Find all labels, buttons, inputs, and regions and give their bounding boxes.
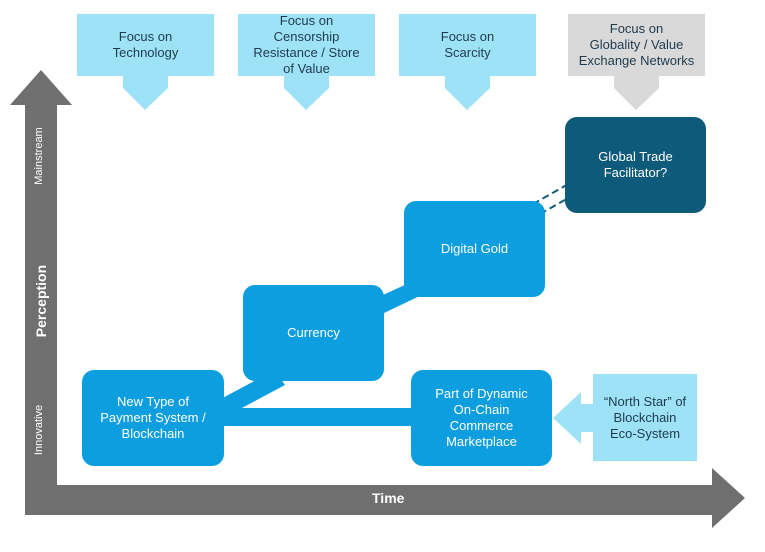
callout-globality-arrow xyxy=(614,76,659,110)
y-axis-top-label: Mainstream xyxy=(33,127,45,185)
y-axis-arrow xyxy=(10,70,72,515)
x-axis-label: Time xyxy=(372,490,405,506)
callout-censorship-arrow xyxy=(284,76,329,110)
x-axis-arrow xyxy=(25,468,745,528)
right-callout-arrow xyxy=(553,392,595,444)
callout-globality: Focus on Globality / Value Exchange Netw… xyxy=(568,14,705,110)
y-axis-bottom-label: Innovative xyxy=(33,404,45,456)
callout-censorship: Focus on Censorship Resistance / Store o… xyxy=(238,13,375,110)
callout-technology: Focus on Technology xyxy=(77,14,214,110)
callout-technology-arrow xyxy=(123,76,168,110)
connector-payment-marketplace xyxy=(215,408,420,426)
node-payment-system: New Type of Payment System / Blockchain xyxy=(82,370,224,466)
node-marketplace: Part of Dynamic On-Chain Commerce Market… xyxy=(411,370,552,466)
y-axis-label: Perception xyxy=(33,264,49,338)
node-global-trade: Global Trade Facilitator? xyxy=(565,117,706,213)
node-currency: Currency xyxy=(243,285,384,381)
north-star-callout: “North Star” of Blockchain Eco-System xyxy=(593,374,697,461)
callout-scarcity-arrow xyxy=(445,76,490,110)
node-digital-gold: Digital Gold xyxy=(404,201,545,297)
callout-scarcity: Focus on Scarcity xyxy=(399,14,536,110)
